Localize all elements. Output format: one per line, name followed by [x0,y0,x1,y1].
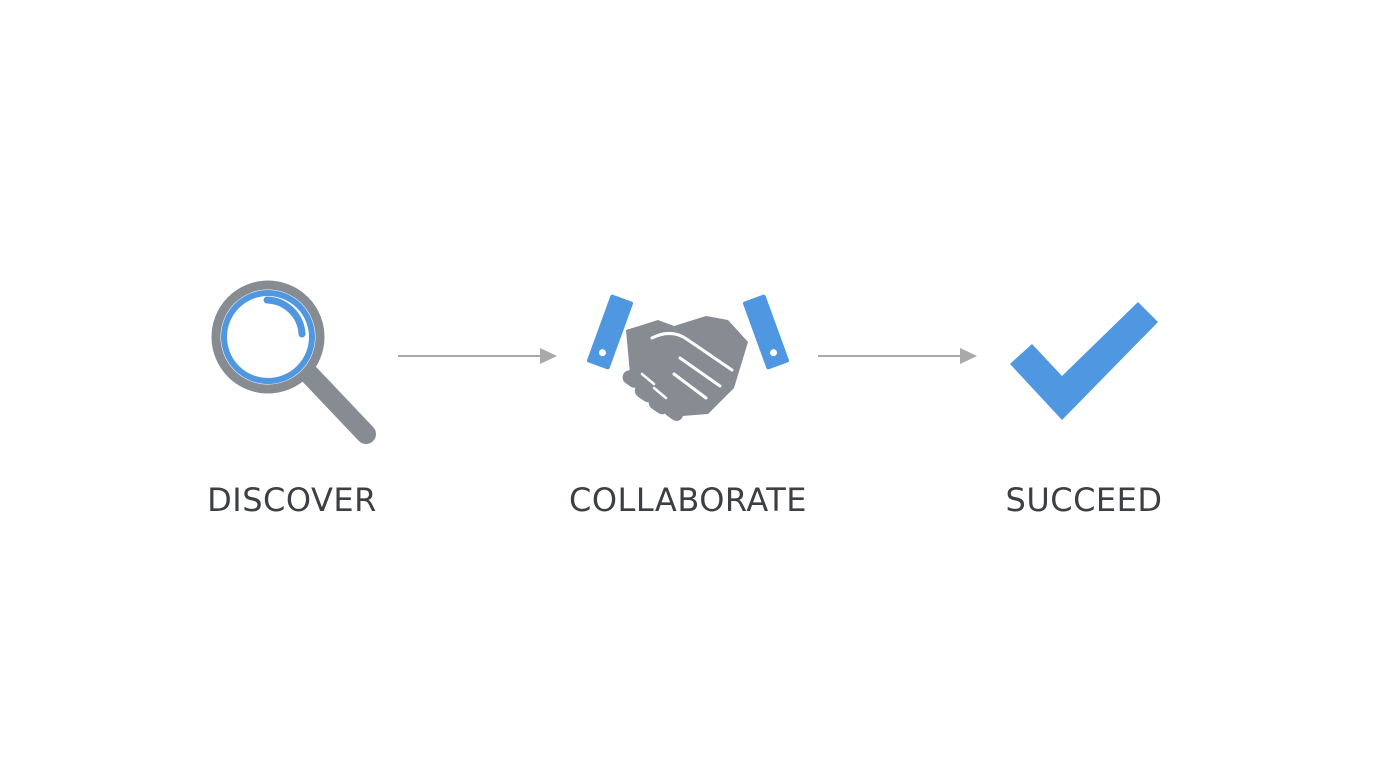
checkmark-icon [1010,302,1158,420]
handshake-icon [586,294,790,421]
flow-arrow-1 [398,348,557,364]
step-label-discover: DISCOVER [207,481,377,519]
magnifying-glass-icon [211,280,376,444]
step-label-succeed: SUCCEED [1005,481,1163,519]
flow-arrow-2 [818,348,977,364]
step-label-collaborate: COLLABORATE [569,481,807,519]
